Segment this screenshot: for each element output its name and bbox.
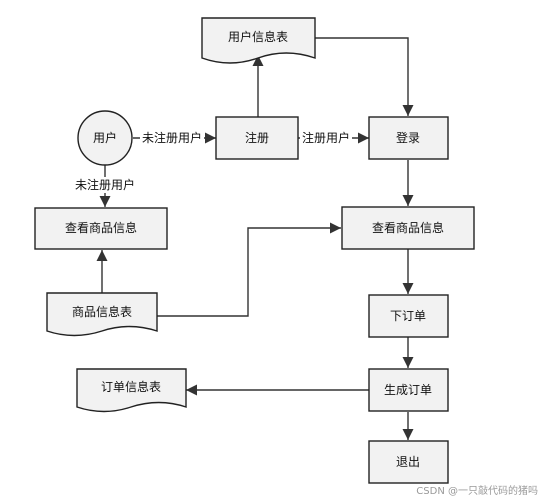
node-goods-info-table-label: 商品信息表	[72, 304, 132, 319]
node-order-info-table-label: 订单信息表	[101, 379, 161, 394]
node-user-label: 用户	[93, 130, 117, 145]
node-generate-order: 生成订单	[368, 368, 449, 412]
node-login-label: 登录	[396, 130, 420, 145]
node-view-goods-right-label: 查看商品信息	[372, 220, 444, 235]
node-view-goods-right: 查看商品信息	[341, 206, 475, 250]
node-user-info-table-label: 用户信息表	[228, 29, 288, 44]
edge-label-registered: 注册用户	[302, 130, 350, 145]
node-order-info-table: 订单信息表	[76, 368, 187, 413]
node-place-order-label: 下订单	[390, 309, 426, 323]
node-logout: 退出	[368, 440, 449, 484]
node-user-info-table: 用户信息表	[201, 17, 316, 64]
edge-label-unregistered-1: 未注册用户	[142, 130, 202, 145]
node-logout-label: 退出	[396, 455, 420, 469]
node-user: 用户	[77, 110, 133, 166]
node-register-label: 注册	[245, 130, 269, 145]
edge-label-unregistered-2: 未注册用户	[75, 177, 135, 192]
node-goods-info-table: 商品信息表	[46, 292, 158, 337]
node-view-goods-left-label: 查看商品信息	[65, 220, 137, 235]
node-register: 注册	[215, 116, 299, 160]
node-place-order: 下订单	[368, 294, 449, 338]
edge-userinfo-login	[315, 37, 414, 116]
watermark: CSDN @一只敲代码的猪吗	[416, 484, 538, 497]
node-generate-order-label: 生成订单	[384, 383, 432, 397]
node-login: 登录	[368, 116, 449, 160]
edge-goods-view-right	[157, 222, 341, 317]
node-view-goods-left: 查看商品信息	[34, 207, 168, 250]
edge-labels: 未注册用户 注册用户 未注册用户	[73, 130, 352, 193]
